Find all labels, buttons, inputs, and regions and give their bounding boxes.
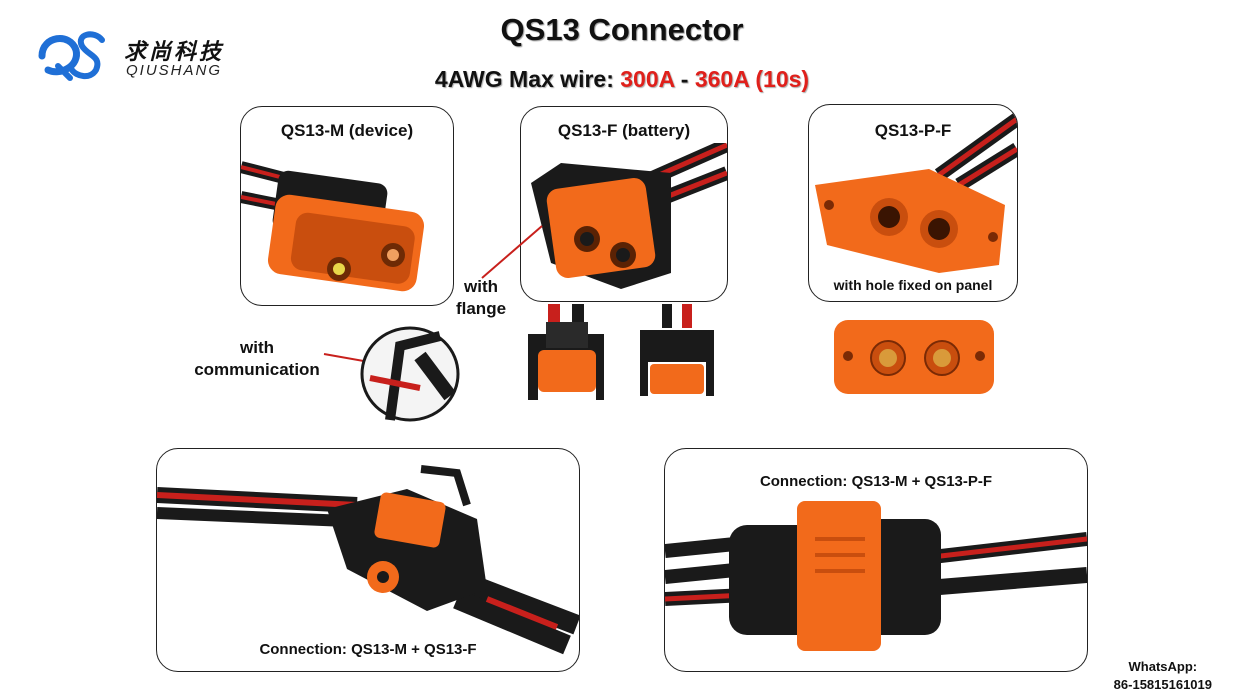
rating-separator: -	[674, 66, 695, 92]
rating-peak: 360A (10s)	[694, 66, 810, 92]
wire-rating: 4AWG Max wire: 300A - 360A (10s)	[0, 66, 1244, 93]
panel-connector-image	[815, 113, 1017, 273]
brand-logo	[36, 26, 106, 82]
card-label-male: QS13-M (device)	[280, 121, 414, 140]
card-connection-m-p-f: Connection: QS13-M + QS13-P-F	[664, 448, 1088, 672]
connection-m-p-f-image	[665, 501, 1087, 651]
female-front-view-image	[528, 304, 604, 400]
card-label-panel: QS13-P-F	[874, 121, 952, 140]
whatsapp-contact: WhatsApp: 86-15815161019	[1114, 658, 1212, 694]
flange-pointer	[481, 225, 543, 279]
rating-continuous: 300A	[620, 66, 675, 92]
page-title: QS13 Connector	[500, 12, 744, 47]
female-back-view-image	[640, 304, 714, 396]
panel-front-view-image	[834, 320, 994, 394]
whatsapp-number: 86-15815161019	[1113, 677, 1212, 692]
panel-note: with hole fixed on panel	[833, 277, 993, 293]
card-qs13-p-f: QS13-P-F with hole fixed on panel	[808, 104, 1018, 302]
flange-callout: with flange	[452, 276, 510, 320]
communication-callout: with communication	[184, 337, 330, 381]
communication-callout-line1: with	[240, 338, 274, 357]
male-connector-image	[241, 161, 425, 292]
card-qs13-m: QS13-M (device)	[240, 106, 454, 306]
flange-callout-line1: with	[464, 277, 498, 296]
connection-m-f-image	[157, 465, 579, 655]
brand-name-cn: 求尚科技	[124, 39, 225, 64]
connection-m-p-f-label: Connection: QS13-M + QS13-P-F	[759, 473, 993, 490]
female-connector-image	[531, 143, 727, 289]
card-connection-m-f: Connection: QS13-M + QS13-F	[156, 448, 580, 672]
whatsapp-label: WhatsApp:	[1128, 659, 1198, 674]
card-label-female: QS13-F (battery)	[557, 121, 691, 140]
communication-callout-line2: communication	[194, 360, 320, 379]
card-qs13-f: QS13-F (battery)	[520, 106, 728, 302]
brand-name-en: QIUSHANG	[126, 62, 223, 79]
communication-detail-image	[360, 326, 460, 422]
wire-rating-prefix: 4AWG Max wire:	[434, 66, 621, 92]
connection-m-f-label: Connection: QS13-M + QS13-F	[259, 641, 477, 658]
flange-callout-line2: flange	[455, 299, 507, 318]
